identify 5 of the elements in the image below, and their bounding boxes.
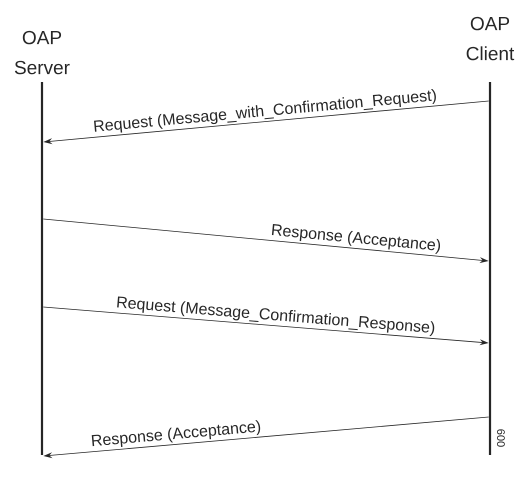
edge-label: Response (Acceptance) xyxy=(272,224,440,254)
node-label: OAP Client xyxy=(466,16,514,60)
node-label: OAP Server xyxy=(14,30,70,74)
edge-label: Response (Acceptance) xyxy=(92,420,260,447)
lifeline: OAP Server xyxy=(14,30,70,455)
